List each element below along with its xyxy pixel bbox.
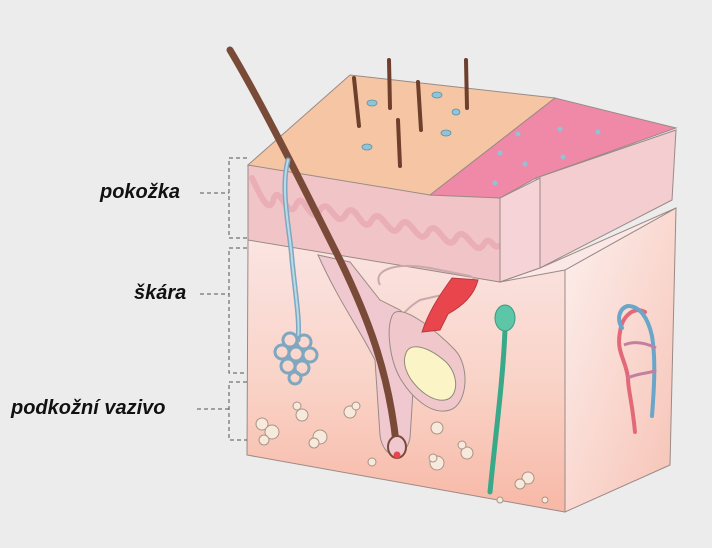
- layer-brackets: [197, 157, 247, 441]
- bracket-hypodermis: [228, 381, 247, 441]
- nerve-fiber: [487, 327, 508, 495]
- pores: [361, 91, 461, 151]
- notch-floor: [499, 207, 677, 283]
- vein: [617, 303, 657, 418]
- sebaceous-gland-core: [403, 346, 457, 401]
- capillary-loop-1: [623, 341, 657, 350]
- capillary-loop-2: [627, 368, 657, 380]
- surface-hairs: [352, 58, 469, 168]
- scalp-dots: [492, 126, 601, 186]
- fat-cells: [255, 401, 549, 504]
- nerve-ending: [494, 304, 516, 332]
- sweat-gland-coil: [273, 331, 319, 386]
- scalp-patch-surface: [428, 97, 678, 199]
- artery: [617, 308, 647, 434]
- hair-shaft: [226, 46, 400, 446]
- bracket-epidermis: [228, 157, 247, 239]
- label-dermis: škára: [134, 282, 187, 304]
- epidermal-ridges: [249, 175, 501, 251]
- label-hypodermis: podkožní vazivo: [11, 397, 166, 419]
- label-epidermis: pokožka: [100, 181, 181, 203]
- arrector-pili-muscle: [421, 277, 479, 333]
- hair-papilla: [393, 451, 401, 459]
- bracket-dermis: [228, 247, 247, 374]
- sweat-duct-inner: [283, 159, 300, 341]
